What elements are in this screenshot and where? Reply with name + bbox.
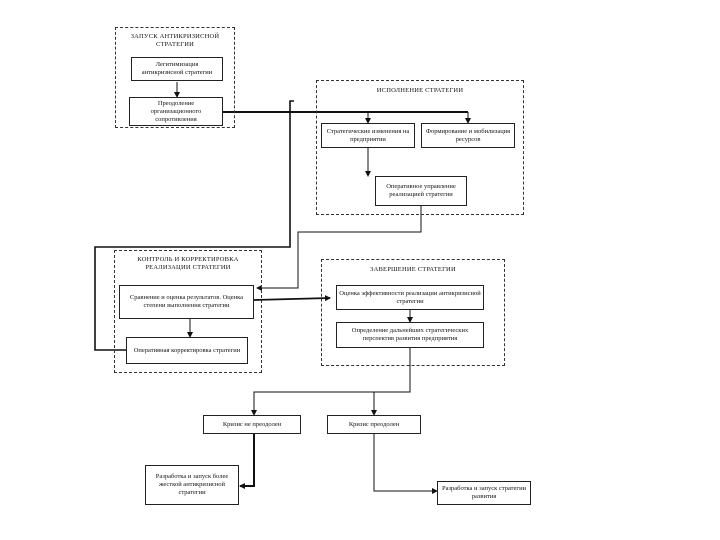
group-completion-title: ЗАВЕРШЕНИЕ СТРАТЕГИИ: [370, 266, 456, 273]
box-resource-mobilization: Формирование и мобилизация ресурсов: [421, 123, 515, 148]
arrow-correction-feedback: [94, 100, 294, 351]
group-completion: ЗАВЕРШЕНИЕ СТРАТЕГИИ: [321, 259, 505, 366]
arrow-to-development-strategy: [373, 434, 438, 494]
box-overcoming-resistance: Преодоление организационного сопротивлен…: [129, 97, 223, 126]
box-tougher-strategy: Разработка и запуск более жесткой антикр…: [145, 465, 239, 505]
box-comparison-evaluation: Сравнение и оценка результатов. Оценка с…: [119, 285, 254, 319]
arrow-control-to-completion: [253, 295, 331, 302]
box-crisis-overcome: Кризис преодолен: [327, 415, 421, 434]
group-control-title: КОНТРОЛЬ И КОРРЕКТИРОВКА РЕАЛИЗАЦИИ СТРА…: [137, 256, 239, 271]
arrow-split-outcomes: [251, 348, 411, 416]
box-strategic-changes: Стратегические изменения на предприятии: [321, 123, 415, 148]
arrow-to-tougher-strategy: [239, 434, 255, 489]
box-next-directions: Определение дальнейших стратегических пе…: [336, 322, 484, 348]
box-development-strategy: Разработка и запуск стратегии развития: [437, 481, 531, 505]
box-operational-management: Оперативное управление реализацией страт…: [375, 176, 467, 206]
group-control: КОНТРОЛЬ И КОРРЕКТИРОВКА РЕАЛИЗАЦИИ СТРА…: [114, 250, 262, 373]
arrow-execution-to-control: [256, 206, 422, 291]
group-launch: ЗАПУСК АНТИКРИЗИСНОЙ СТРАТЕГИИ: [115, 27, 235, 128]
group-execution: ИСПОЛНЕНИЕ СТРАТЕГИИ: [316, 80, 524, 215]
box-effectiveness-evaluation: Оценка эффективности реализации антикриз…: [336, 285, 484, 310]
box-crisis-not-overcome: Кризис не преодолен: [203, 415, 301, 434]
group-execution-title: ИСПОЛНЕНИЕ СТРАТЕГИИ: [376, 87, 464, 94]
group-launch-title: ЗАПУСК АНТИКРИЗИСНОЙ СТРАТЕГИИ: [130, 33, 220, 48]
box-operational-correction: Оперативная корректировка стратегии: [126, 337, 248, 364]
box-legitimation: Легитимизация антикризисной стратегии: [131, 57, 223, 81]
